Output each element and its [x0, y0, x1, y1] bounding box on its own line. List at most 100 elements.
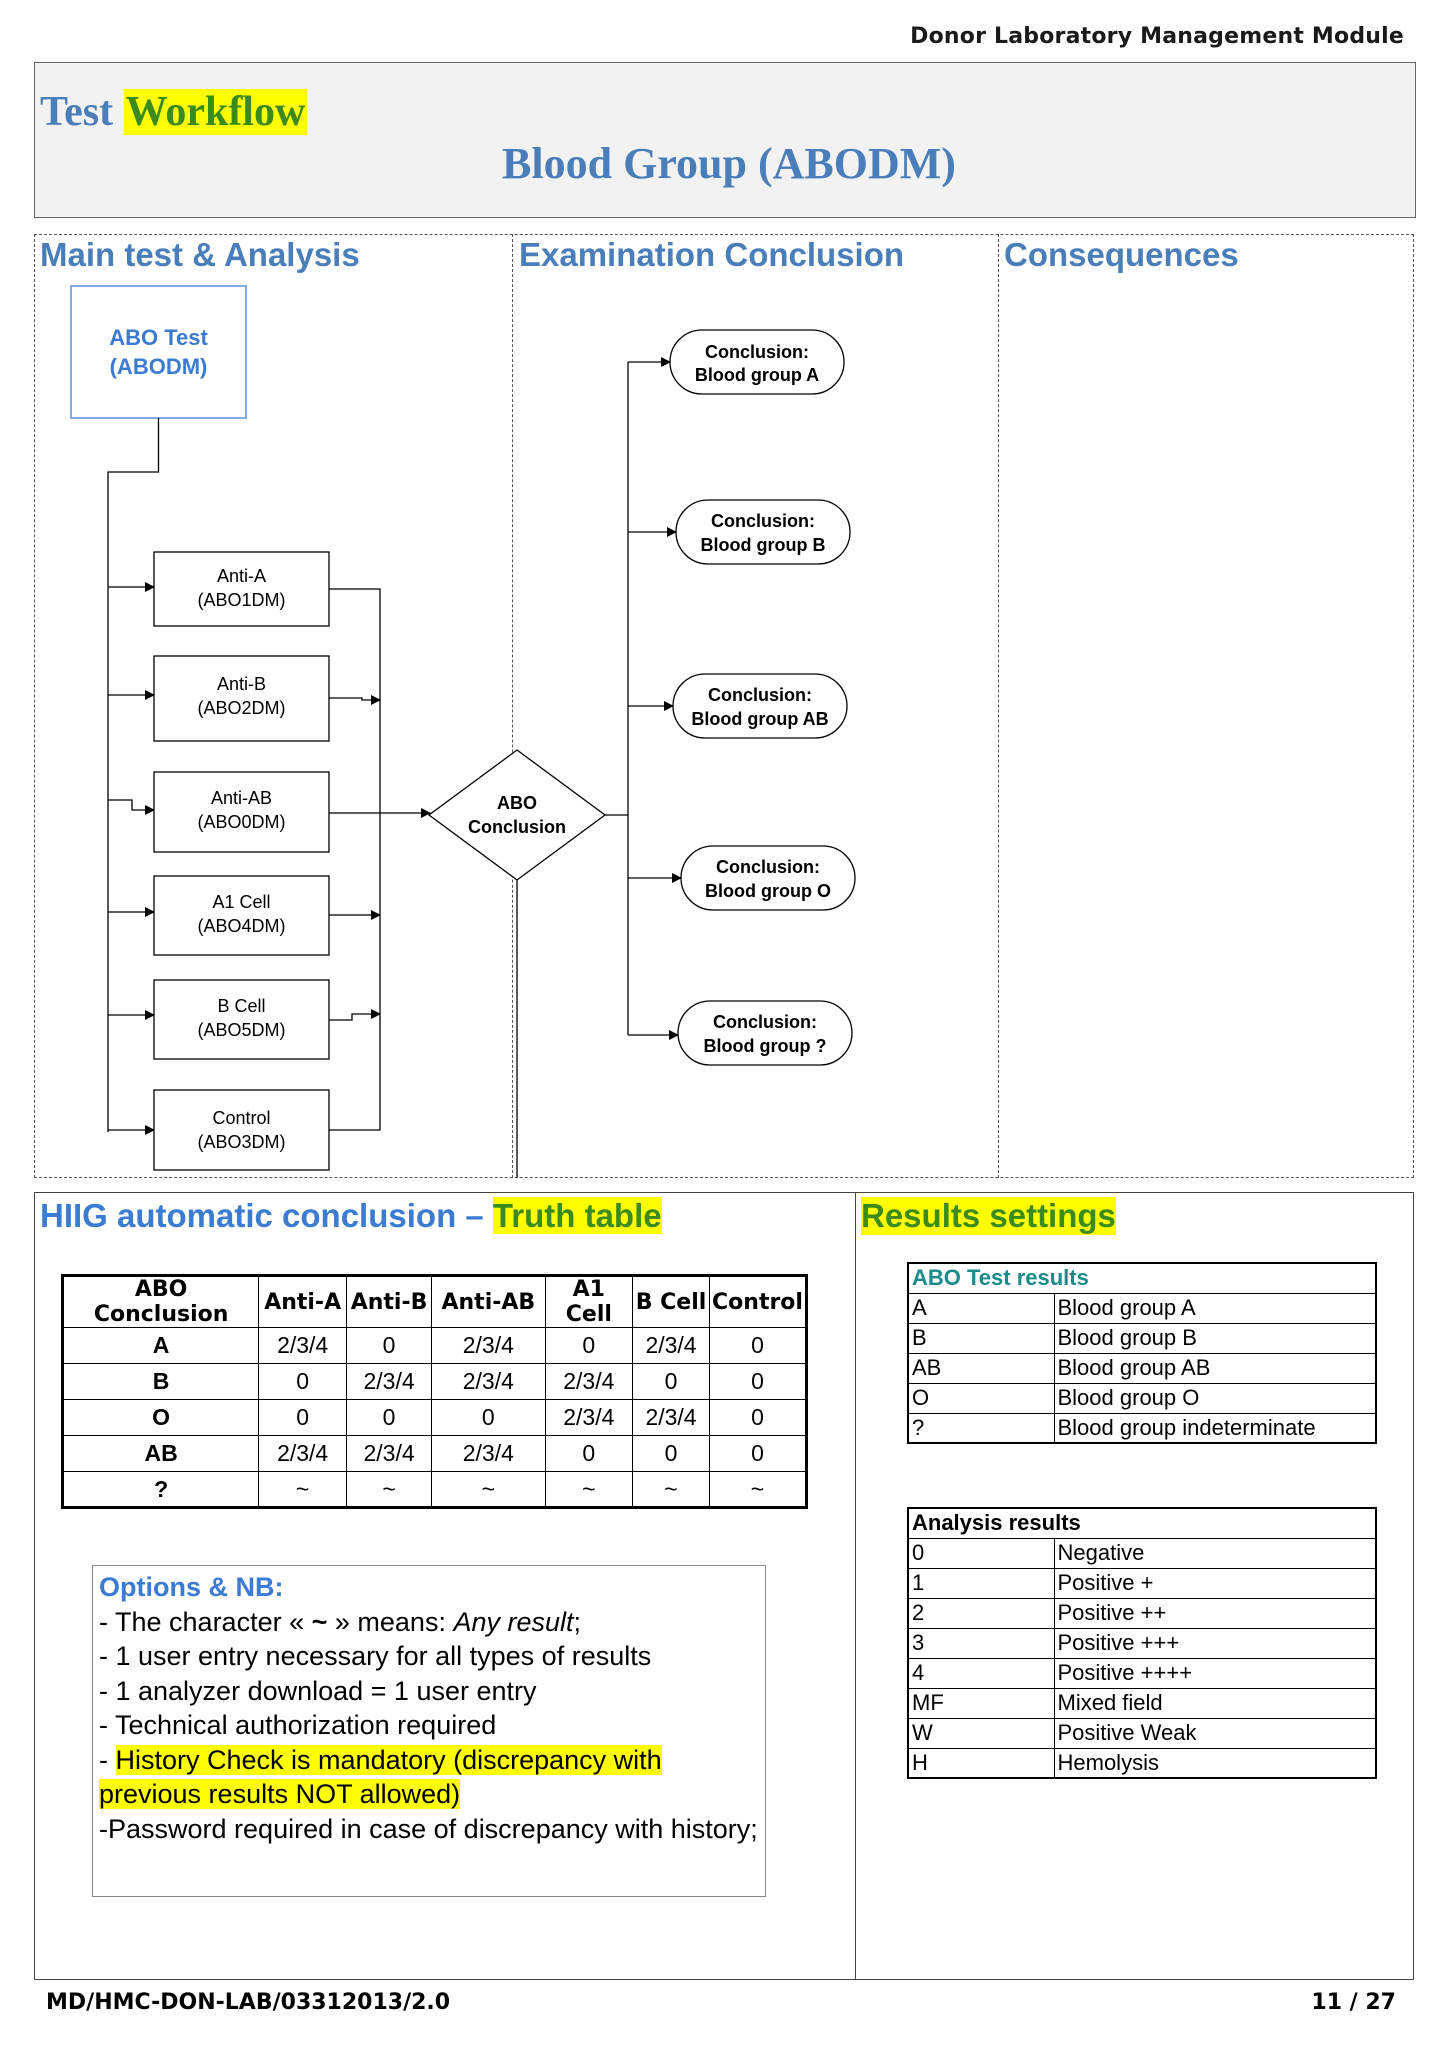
table-cell: ~: [544, 1471, 634, 1508]
result-code: ?: [907, 1412, 1055, 1444]
connector-arrow: [329, 1009, 381, 1021]
note-text: » means:: [327, 1606, 454, 1637]
table-cell: 0: [346, 1399, 433, 1436]
title-box: [34, 62, 1416, 218]
analysis-id: (ABO1DM): [197, 590, 285, 610]
table-cell: 2/3/4: [258, 1435, 348, 1472]
note-line: - 1 analyzer download = 1 user entry: [99, 1675, 537, 1706]
analysis-node-a1-cell[interactable]: A1 Cell (ABO4DM): [153, 875, 330, 956]
conclusion-node-a[interactable]: Conclusion: Blood group A: [669, 329, 845, 395]
table-cell: 0: [709, 1327, 807, 1364]
section-divider: [855, 1192, 856, 1980]
truth-table-title: HIIG automatic conclusion – Truth table: [40, 1197, 662, 1235]
table-cell: 2/3/4: [258, 1327, 348, 1364]
conclusion-value: Blood group ?: [704, 1036, 827, 1056]
main-test-line1: ABO Test: [109, 325, 208, 350]
analysis-node-anti-b[interactable]: Anti-B (ABO2DM): [153, 655, 330, 742]
analysis-node-b-cell[interactable]: B Cell (ABO5DM): [153, 979, 330, 1060]
result-label: Blood group indeterminate: [1053, 1412, 1377, 1444]
conclusion-label: Conclusion:: [711, 511, 815, 531]
results-settings-title: Results settings: [861, 1197, 1116, 1235]
table-cell: 0: [709, 1363, 807, 1400]
document-id: MD/HMC-DON-LAB/03312013/2.0: [46, 1990, 451, 2015]
table-cell: ~: [431, 1471, 546, 1508]
conclusion-node-b[interactable]: Conclusion: Blood group B: [675, 499, 851, 565]
note-highlight: History Check is mandatory (discrepancy …: [99, 1744, 662, 1809]
table-cell: ~: [709, 1471, 807, 1508]
result-code: 2: [907, 1597, 1055, 1629]
note-line: - History Check is mandatory (discrepanc…: [99, 1743, 759, 1812]
table-cell: 2/3/4: [431, 1435, 546, 1472]
table-cell: 0: [632, 1435, 710, 1472]
result-label: Mixed field: [1053, 1687, 1377, 1719]
analysis-id: (ABO3DM): [197, 1132, 285, 1152]
result-label: Positive +++: [1053, 1627, 1377, 1659]
conclusion-value: Blood group A: [695, 365, 819, 385]
note-text: -: [99, 1744, 116, 1775]
result-label: Hemolysis: [1053, 1747, 1377, 1779]
table-cell: 0: [709, 1399, 807, 1436]
conclusion-node-ab[interactable]: Conclusion: Blood group AB: [672, 673, 848, 739]
title-prefix: Test: [40, 89, 114, 135]
column-header: B Cell: [632, 1275, 710, 1328]
page-title: Test Workflow: [40, 88, 308, 136]
table-row: A 2/3/4 0 2/3/4 0 2/3/4 0: [61, 1327, 807, 1364]
conclusion-node-unknown[interactable]: Conclusion: Blood group ?: [677, 1000, 853, 1066]
main-test-line2: (ABODM): [110, 354, 208, 379]
decision-line1: ABO: [497, 793, 537, 813]
decision-node-abo-conclusion[interactable]: ABO Conclusion: [427, 749, 607, 881]
column-divider: [512, 234, 513, 1178]
analysis-node-control[interactable]: Control (ABO3DM): [153, 1089, 330, 1171]
analysis-code: Anti-B: [217, 674, 266, 694]
table-title: Analysis results: [907, 1507, 1377, 1539]
table-title: ABO Test results: [907, 1262, 1377, 1294]
note-text: ;: [573, 1606, 582, 1637]
notes-box: Options & NB: - The character « ~ » mean…: [92, 1565, 766, 1897]
table-cell: B: [61, 1363, 260, 1400]
table-cell: 2/3/4: [544, 1363, 634, 1400]
note-line: - Technical authorization required: [99, 1710, 497, 1740]
result-code: H: [907, 1747, 1055, 1779]
notes-title: Options & NB:: [99, 1572, 284, 1602]
note-text: - The character «: [99, 1606, 312, 1637]
analysis-id: (ABO4DM): [197, 916, 285, 936]
table-cell: O: [61, 1399, 260, 1436]
analysis-node-anti-a[interactable]: Anti-A (ABO1DM): [153, 551, 330, 627]
conclusion-node-o[interactable]: Conclusion: Blood group O: [680, 845, 856, 911]
table-cell: 0: [544, 1435, 634, 1472]
analysis-id: (ABO5DM): [197, 1020, 285, 1040]
conclusion-label: Conclusion:: [716, 857, 820, 877]
conclusion-value: Blood group B: [701, 535, 826, 555]
analysis-node-anti-ab[interactable]: Anti-AB (ABO0DM): [153, 771, 330, 853]
conclusion-value: Blood group AB: [691, 709, 828, 729]
table-cell: 0: [258, 1399, 348, 1436]
connector-line: [107, 418, 160, 1132]
main-test-node[interactable]: ABO Test (ABODM): [70, 285, 247, 419]
analysis-code: Control: [212, 1108, 270, 1128]
result-code: AB: [907, 1352, 1055, 1384]
bottom-section: [34, 1192, 1414, 1980]
table-cell: 0: [709, 1435, 807, 1472]
table-row: B 0 2/3/4 2/3/4 2/3/4 0 0: [61, 1363, 807, 1400]
table-cell: 2/3/4: [431, 1327, 546, 1364]
table-header-row: ABO Conclusion Anti-A Anti-B Anti-AB A1 …: [61, 1275, 807, 1328]
result-code: 1: [907, 1567, 1055, 1599]
note-line: -Password required in case of discrepanc…: [99, 1813, 758, 1844]
result-label: Blood group O: [1053, 1382, 1377, 1414]
table-header-row: ABO Test results: [907, 1262, 1377, 1294]
table-cell: 2/3/4: [346, 1435, 433, 1472]
result-code: MF: [907, 1687, 1055, 1719]
note-line: - The character « ~ » means: Any result;: [99, 1605, 759, 1640]
table-cell: 2/3/4: [431, 1363, 546, 1400]
result-label: Positive +: [1053, 1567, 1377, 1599]
